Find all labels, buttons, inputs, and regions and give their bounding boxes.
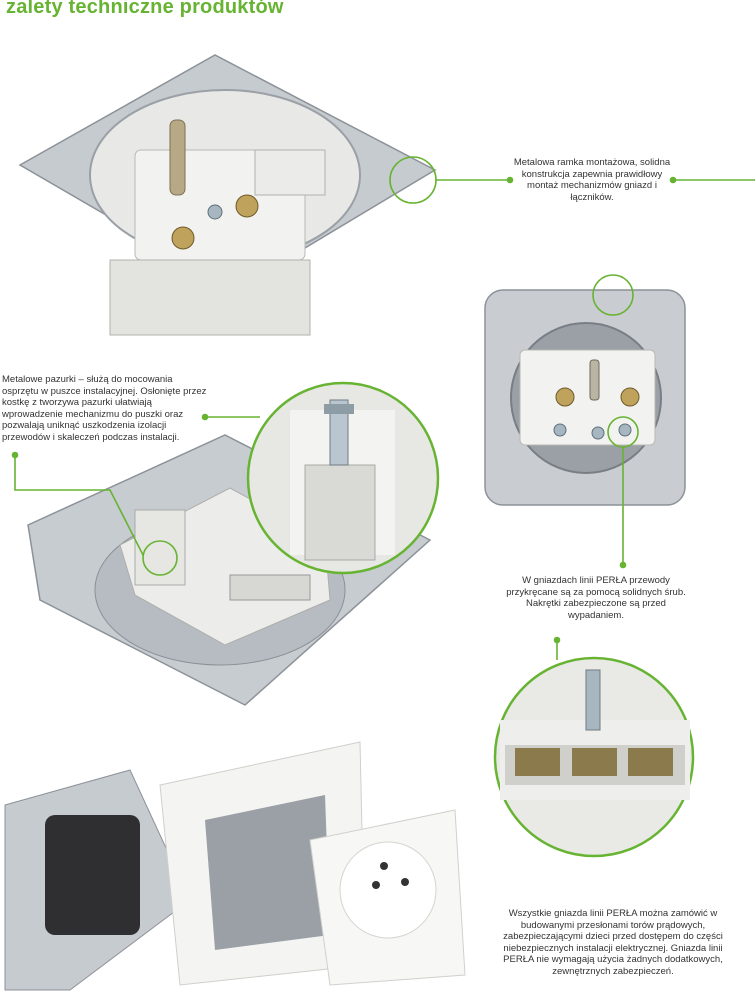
terminal-zoom-circle (493, 656, 695, 858)
note-shutters: Wszystkie gniazda linii PERŁA można zamó… (503, 908, 723, 977)
callout-lines (11, 156, 755, 660)
socket-front-photo (484, 289, 686, 506)
note-metal-claws: Metalowe pazurki – służą do mocowania os… (2, 374, 207, 443)
note-screw-terminals: W gniazdach linii PERŁA przewody przykrę… (506, 575, 686, 621)
mounting-frame-photo (18, 54, 437, 336)
claw-zoom-circle (246, 381, 440, 575)
socket-set-photo (4, 741, 466, 991)
page-title: zalety techniczne produktów (6, 0, 284, 18)
note-mounting-frame: Metalowa ramka montażowa, solidna konstr… (513, 157, 671, 203)
